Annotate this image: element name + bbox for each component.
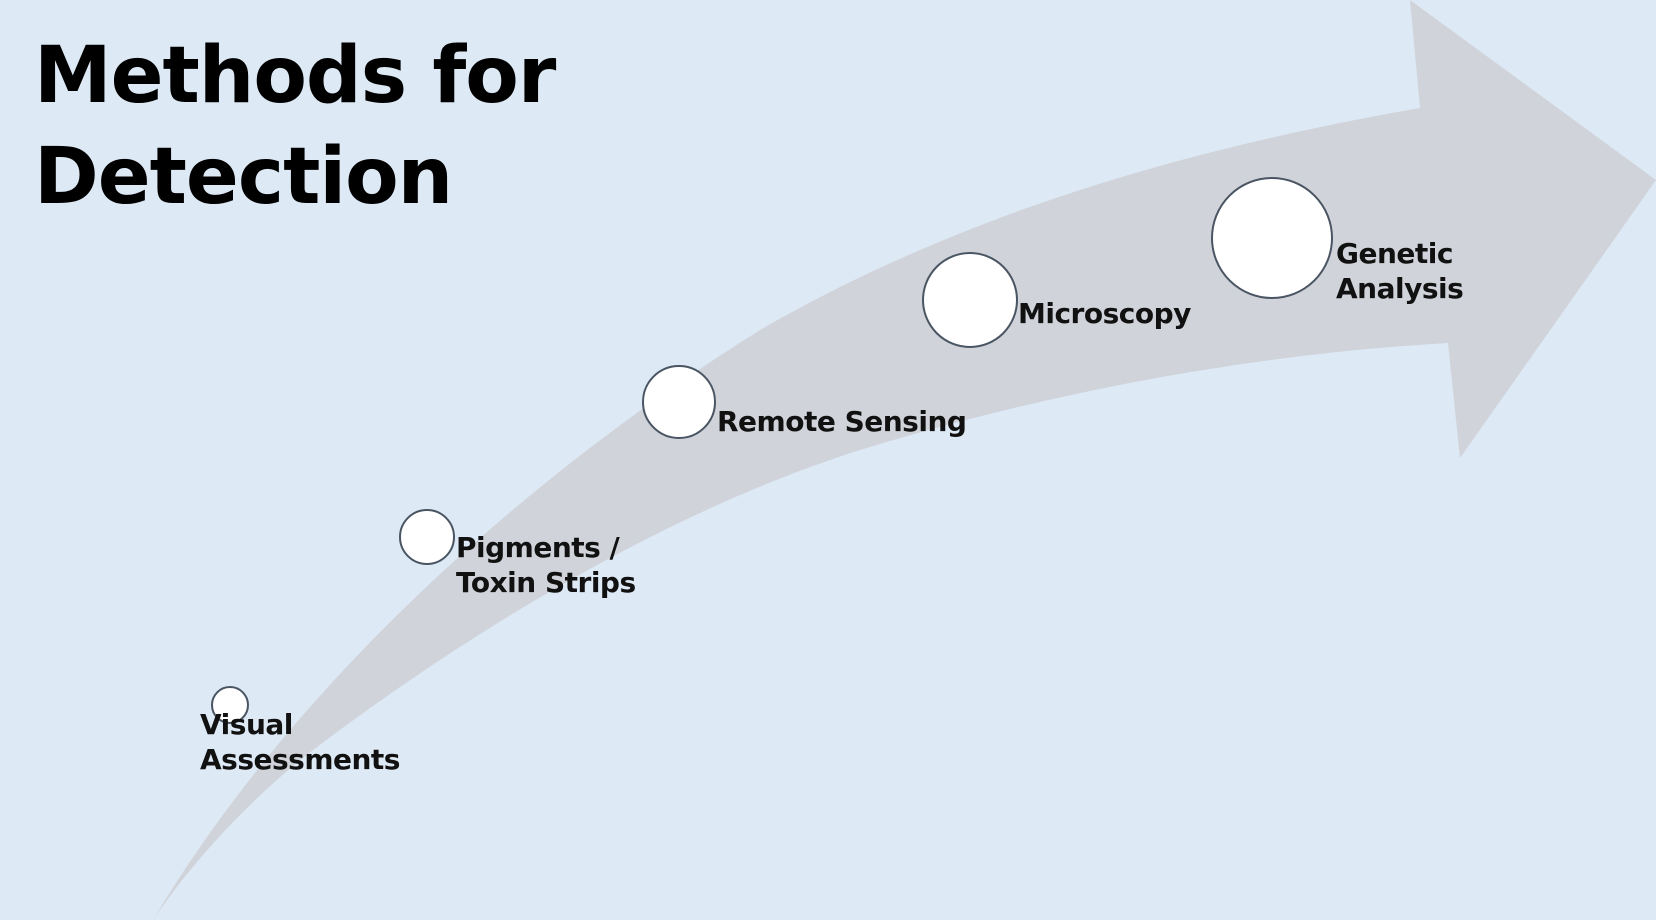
title-line-2: Detection [34, 132, 453, 222]
visual-marker-icon [211, 686, 249, 724]
slide-title: Methods for Detection [34, 26, 556, 228]
microscopy-marker-icon [922, 252, 1018, 348]
title-line-1: Methods for [34, 31, 556, 121]
step-label-line-2: Analysis [1336, 272, 1464, 305]
step-label-remote-sensing: Remote Sensing [717, 404, 967, 439]
step-label-line-1: Visual [200, 708, 293, 741]
genetic-marker-icon [1211, 177, 1333, 299]
step-label-line-2: Assessments [200, 743, 400, 776]
step-label-line-2: Toxin Strips [456, 566, 636, 599]
step-label-pigments-toxin-strips: Pigments / Toxin Strips [456, 530, 636, 600]
step-label-line-1: Remote Sensing [717, 405, 967, 438]
pigments-marker-icon [399, 509, 455, 565]
remote-sensing-marker-icon [642, 365, 716, 439]
step-label-genetic-analysis: Genetic Analysis [1336, 236, 1464, 306]
step-label-line-1: Microscopy [1018, 297, 1191, 330]
step-label-visual-assessments: Visual Assessments [200, 707, 400, 777]
step-label-microscopy: Microscopy [1018, 296, 1191, 331]
step-label-line-1: Genetic [1336, 237, 1453, 270]
step-label-line-1: Pigments / [456, 531, 620, 564]
